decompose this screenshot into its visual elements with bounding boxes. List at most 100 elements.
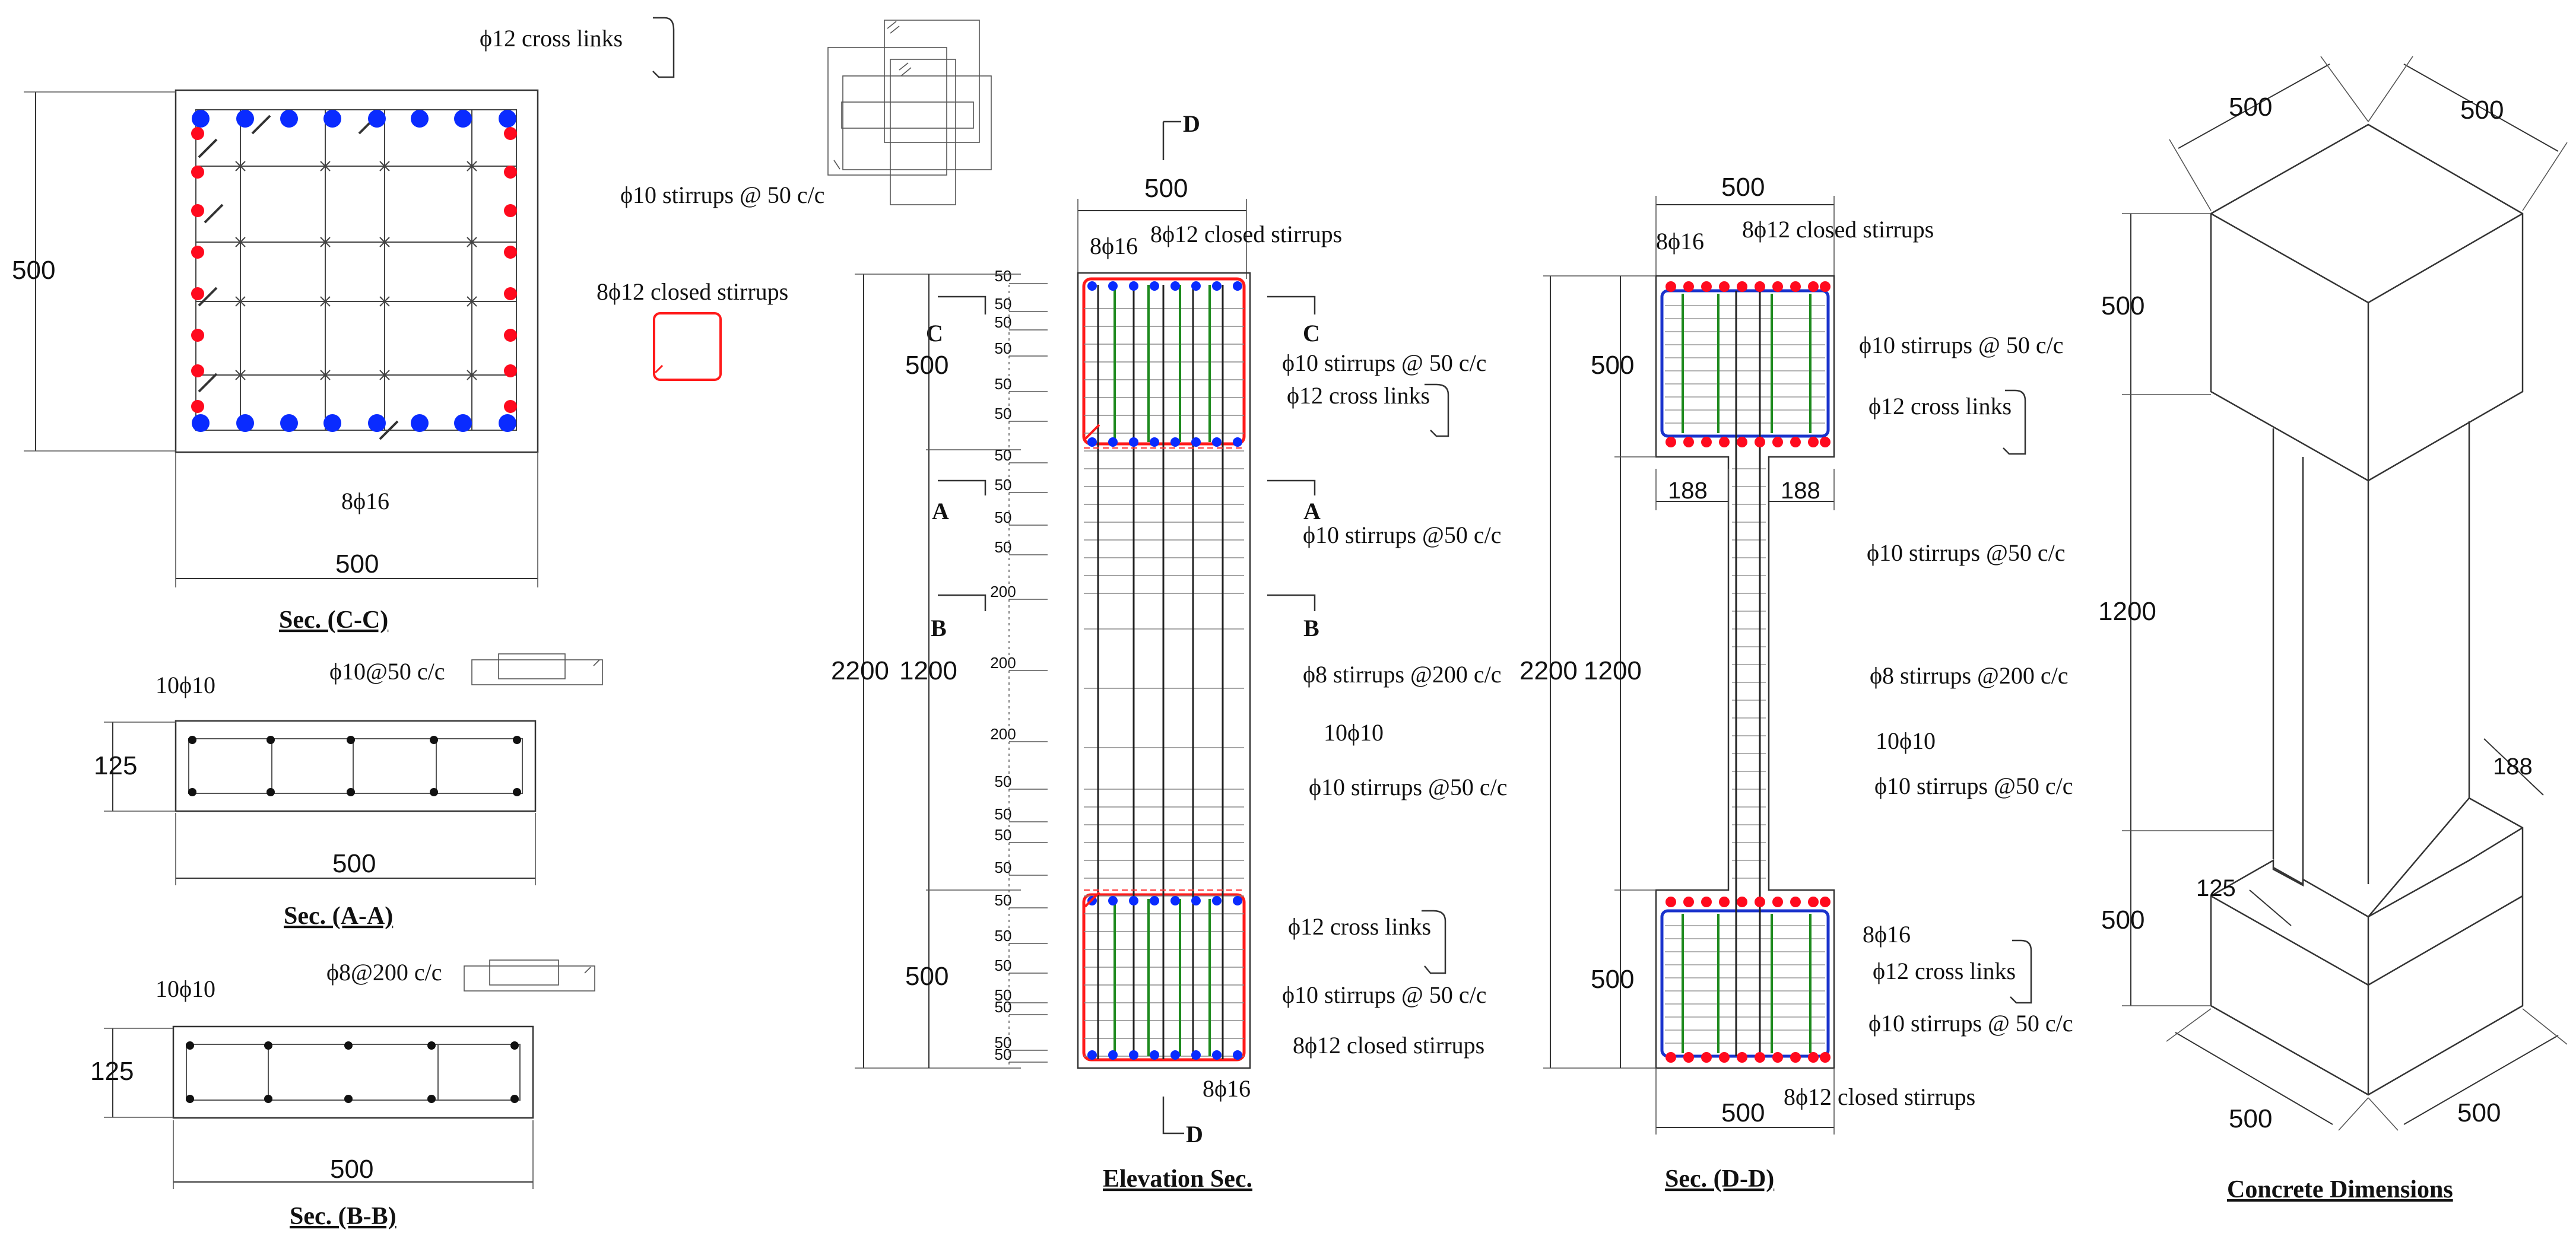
elevation-main-bar — [1108, 281, 1118, 291]
concrete-bottom-right-dim: 500 — [2457, 1098, 2501, 1127]
elevation-spacing-label: 50 — [995, 773, 1012, 790]
elevation-main-bar — [1129, 896, 1138, 905]
main-bar — [236, 110, 254, 128]
elevation-note-5: 10ϕ10 — [1324, 719, 1384, 746]
elevation-main-bar — [1170, 281, 1180, 291]
elevation-note-1: ϕ10 stirrups @ 50 c/c — [1282, 349, 1487, 376]
section-dd-note-2: ϕ12 cross links — [1868, 393, 2012, 420]
section-dd-note-3: ϕ10 stirrups @50 c/c — [1867, 539, 2066, 566]
elevation-spacing-label: 50 — [995, 826, 1012, 844]
section-cc-tie-mark — [379, 296, 390, 307]
section-bb-outline — [172, 1025, 534, 1119]
elevation-main-bar — [1212, 896, 1222, 905]
concrete-top-height-dim: 500 — [2101, 291, 2144, 320]
side-bar — [504, 127, 517, 140]
elevation-spacing-label: 50 — [995, 957, 1012, 974]
small-section-stirrup — [186, 1044, 521, 1101]
section-aa-bars-label: 10ϕ10 — [156, 672, 215, 698]
elevation-main-bar — [1233, 437, 1242, 447]
small-bar — [347, 736, 355, 744]
elevation-spacing-label: 50 — [995, 405, 1012, 422]
section-dd-bar — [1755, 281, 1765, 292]
elevation-outline — [1077, 272, 1251, 1069]
section-bb-stirrup-label: ϕ8@200 c/c — [326, 959, 442, 986]
elevation-cut-a-right: A — [1303, 498, 1321, 525]
section-dd-note-5: 10ϕ10 — [1876, 727, 1936, 754]
elevation-main-bar — [1212, 1050, 1222, 1060]
elevation-top-dim: 500 — [905, 351, 948, 380]
elevation-main-bar — [1087, 1050, 1097, 1060]
elevation-main-bar — [1150, 281, 1159, 291]
elevation-spacing-label: 200 — [990, 583, 1016, 600]
side-bar — [504, 287, 517, 300]
elevation-main-bar — [1170, 1050, 1180, 1060]
section-dd-bar — [1820, 897, 1831, 907]
section-dd-reinforcement — [1660, 281, 1831, 1063]
elevation-cut-d-bottom: D — [1186, 1121, 1203, 1148]
main-bar — [411, 414, 429, 432]
section-dd-bar — [1665, 897, 1676, 907]
section-dd-bar — [1790, 281, 1801, 292]
main-bar — [499, 110, 516, 128]
small-bar — [510, 1041, 519, 1050]
section-cc-width-dim: 500 — [335, 549, 379, 579]
side-bar — [504, 400, 517, 413]
elevation-note-2: ϕ12 cross links — [1287, 382, 1430, 409]
section-dd-bottom-dim: 500 — [1591, 965, 1634, 994]
elevation-note-6: ϕ10 stirrups @50 c/c — [1309, 774, 1508, 800]
section-cc-tie-mark — [467, 370, 477, 380]
elevation-main-bar — [1191, 437, 1201, 447]
elevation-spacing-label: 50 — [995, 998, 1012, 1016]
section-dd-bar — [1772, 1052, 1783, 1063]
section-dd-bar — [1683, 281, 1694, 292]
elevation-main-bar — [1129, 281, 1138, 291]
side-bar — [191, 127, 204, 140]
section-dd-top-dim: 500 — [1591, 351, 1634, 380]
section-bb-stirrup-detail-icon — [464, 959, 595, 992]
main-bar — [454, 110, 472, 128]
side-bar — [504, 204, 517, 217]
section-aa-stirrup-detail-icon — [471, 653, 603, 685]
main-bar — [236, 414, 254, 432]
small-bar — [264, 1041, 272, 1050]
section-dd-note-8: ϕ12 cross links — [1873, 958, 2016, 984]
elevation-main-bar — [1150, 896, 1159, 905]
side-bar — [191, 364, 204, 377]
stirrups-label: ϕ10 stirrups @ 50 c/c — [620, 182, 825, 208]
section-cc-tie-mark — [235, 370, 246, 380]
small-bar — [188, 736, 196, 744]
main-bar — [280, 414, 298, 432]
elevation-note-9: 8ϕ12 closed stirrups — [1293, 1032, 1484, 1059]
elevation-main-bar — [1191, 896, 1201, 905]
concrete-bottom-height-dim: 500 — [2101, 905, 2144, 935]
elevation-hook-mark — [1084, 424, 1100, 440]
side-bar — [191, 287, 204, 300]
small-bar — [427, 1041, 436, 1050]
section-bb-bars-label: 10ϕ10 — [156, 975, 215, 1002]
elevation-hook-mark — [1084, 891, 1100, 908]
small-bar — [510, 1095, 519, 1103]
section-dd-bar — [1701, 1052, 1712, 1063]
main-bar — [323, 414, 341, 432]
elevation-cross-link-icon-1 — [1425, 383, 1449, 437]
section-dd-bar — [1737, 897, 1747, 907]
elevation-main-bar — [1129, 437, 1138, 447]
small-section-stirrup — [188, 738, 523, 794]
elevation-cut-b-left: B — [931, 615, 947, 641]
small-bar — [344, 1095, 353, 1103]
elevation-main-bar — [1191, 281, 1201, 291]
section-dd-bar — [1755, 897, 1765, 907]
elevation-bottom-bars: 8ϕ16 — [1203, 1075, 1251, 1102]
elevation-main-bar — [1191, 1050, 1201, 1060]
section-cc-tie-mark — [467, 237, 477, 247]
section-dd-title: Sec. (D-D) — [1665, 1165, 1774, 1193]
elevation-main-bar — [1233, 281, 1242, 291]
section-cc-tie-mark — [320, 161, 331, 171]
main-bar — [499, 414, 516, 432]
main-bar — [454, 414, 472, 432]
elevation-spacing-label: 50 — [995, 1046, 1012, 1063]
section-dd-bar — [1820, 437, 1831, 447]
elevation-spacing-label: 50 — [995, 1034, 1012, 1051]
elevation-spacing-label: 50 — [995, 891, 1012, 909]
elevation-cut-c-right: C — [1303, 320, 1320, 347]
